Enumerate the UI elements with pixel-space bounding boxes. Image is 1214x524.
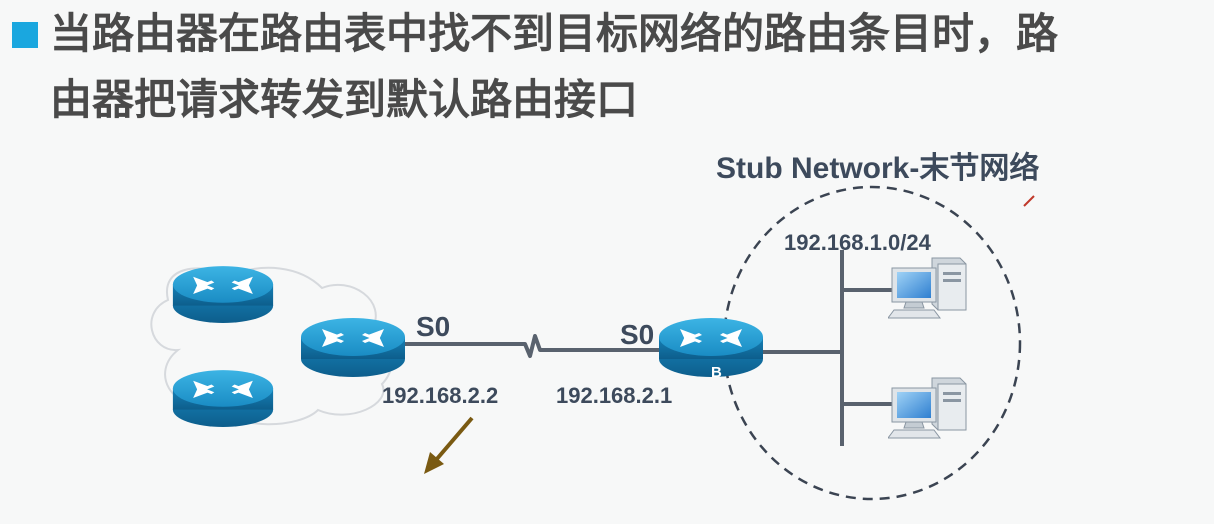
subnet-label: 192.168.1.0/24 <box>784 230 932 255</box>
arrow-head <box>424 452 444 474</box>
slide-title: 当路由器在路由表中找不到目标网络的路由条目时，路 由器把请求转发到默认路由接口 <box>6 6 1206 136</box>
serial-link <box>404 334 662 358</box>
pc-icon <box>888 257 967 319</box>
title-line-1: 当路由器在路由表中找不到目标网络的路由条目时，路 <box>50 9 1059 58</box>
router-b-label: B <box>711 364 722 381</box>
bullet-square <box>12 22 38 48</box>
pc-icon <box>888 377 967 439</box>
title-line-2: 由器把请求转发到默认路由接口 <box>50 75 639 124</box>
router-icon <box>172 370 274 427</box>
router-icon <box>172 266 274 323</box>
router-icon <box>301 318 405 377</box>
left-interface-label: S0 <box>416 311 450 342</box>
right-ip-label: 192.168.2.1 <box>556 383 672 408</box>
stub-network-label: Stub Network-末节网络 <box>716 151 1039 185</box>
cloud-icon <box>150 266 393 426</box>
right-interface-label: S0 <box>620 319 654 350</box>
left-ip-label: 192.168.2.2 <box>382 383 498 408</box>
arrow-icon <box>434 416 474 462</box>
pen-mark <box>1023 195 1035 207</box>
